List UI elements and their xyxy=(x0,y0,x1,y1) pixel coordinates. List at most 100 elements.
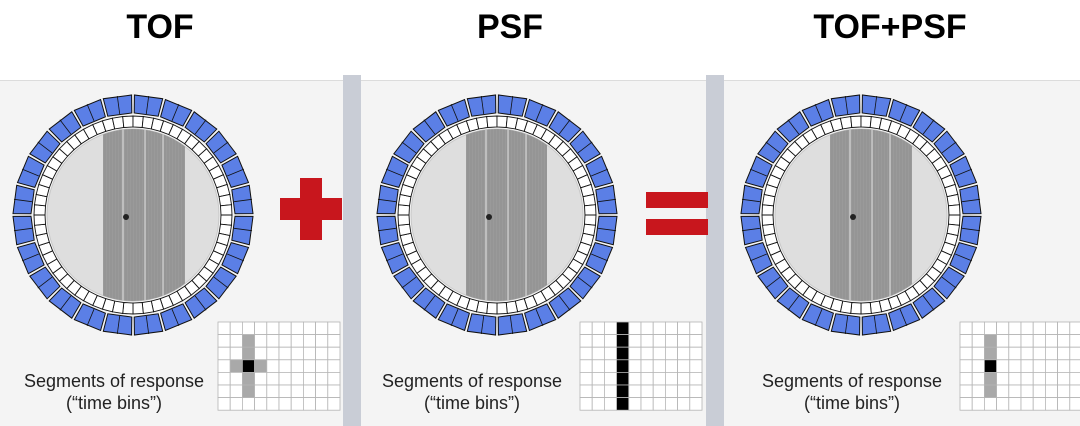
detector-block-divider xyxy=(450,103,459,121)
time-bin-cell xyxy=(241,359,255,373)
time-bin-cell xyxy=(1057,346,1071,361)
detector-block-divider xyxy=(385,168,403,177)
detector-block xyxy=(16,155,45,188)
crystal-element xyxy=(218,193,233,207)
crystal-element xyxy=(111,115,125,130)
time-bin-cell xyxy=(984,371,998,386)
time-bin-cell xyxy=(665,346,679,361)
time-bin-cell xyxy=(579,334,593,348)
time-bin-cell xyxy=(1045,359,1059,373)
detector-block xyxy=(12,215,35,246)
detector-block-divider xyxy=(558,119,571,135)
crystal-element xyxy=(869,300,883,315)
detector-block xyxy=(740,184,763,215)
detector-block-divider xyxy=(145,316,150,335)
time-bin-cell xyxy=(628,371,642,386)
time-bin-cell xyxy=(640,359,654,373)
detector-block-divider xyxy=(899,309,908,327)
detector-block xyxy=(524,303,557,332)
time-bin-cell xyxy=(278,346,292,361)
time-bin-cell xyxy=(241,384,255,399)
time-bin-cell xyxy=(1032,384,1046,399)
crystal-element xyxy=(946,193,961,207)
detector-block xyxy=(73,303,106,332)
time-bin-cell xyxy=(604,384,618,399)
time-bin-cell xyxy=(302,371,316,386)
detector-block xyxy=(524,98,557,127)
time-bin-cell xyxy=(959,384,973,399)
time-bin-cell xyxy=(229,359,243,373)
detector-block xyxy=(437,303,470,332)
time-bin-cell xyxy=(229,321,243,336)
time-bin-cell xyxy=(1045,346,1059,361)
time-bin-cell xyxy=(1020,397,1034,411)
crystal-element xyxy=(948,214,961,226)
time-bin-cell xyxy=(677,334,691,348)
detector-block-divider xyxy=(899,103,908,121)
detector-block-divider xyxy=(741,198,760,203)
time-bin-cell xyxy=(616,371,630,386)
time-bin-cell xyxy=(616,334,630,348)
time-bin-cell xyxy=(302,359,316,373)
detector-block-divider xyxy=(941,141,957,154)
time-bin-cell xyxy=(1032,346,1046,361)
time-bin-cell xyxy=(266,359,280,373)
detector-block xyxy=(801,98,834,127)
crystal-element xyxy=(141,300,155,315)
fov-strip xyxy=(466,129,547,301)
time-bin-cell xyxy=(229,384,243,399)
time-bin-cell xyxy=(628,346,642,361)
time-bin-cell xyxy=(984,321,998,336)
time-bin-cell xyxy=(652,371,666,386)
time-bin-cell xyxy=(290,397,304,411)
detector-block-divider xyxy=(423,119,436,135)
time-bin-cell xyxy=(1020,384,1034,399)
detector-block-divider xyxy=(598,198,617,203)
equals-operator-top xyxy=(646,192,708,208)
source-point xyxy=(486,214,492,220)
time-bin-cell xyxy=(971,359,985,373)
time-bin-cell xyxy=(278,334,292,348)
detector-block-divider xyxy=(814,309,823,327)
crystal-element xyxy=(220,204,233,216)
time-bin-cell xyxy=(266,397,280,411)
detector-block xyxy=(888,303,921,332)
time-bin-cell xyxy=(254,334,268,348)
time-bin-cell xyxy=(665,321,679,336)
time-bin-cell xyxy=(604,321,618,336)
time-bin-cell xyxy=(1032,359,1046,373)
detector-block-divider xyxy=(171,103,180,121)
time-bin-cell xyxy=(327,321,341,336)
detector-block xyxy=(160,98,193,127)
detector-block-divider xyxy=(37,141,53,154)
time-bin-cell xyxy=(689,384,703,399)
time-bin-cell xyxy=(327,334,341,348)
time-bin-cell xyxy=(327,371,341,386)
time-bin-cell xyxy=(315,384,329,399)
time-bin-grid-tof xyxy=(217,321,341,411)
time-bin-cell xyxy=(604,334,618,348)
time-bin-cell xyxy=(579,371,593,386)
detector-block xyxy=(133,94,164,117)
detector-block-divider xyxy=(814,103,823,121)
time-bin-cell xyxy=(971,334,985,348)
detector-block-divider xyxy=(941,276,957,289)
time-bin-cell xyxy=(278,359,292,373)
time-bin-cell xyxy=(1045,334,1059,348)
detector-block-divider xyxy=(21,168,39,177)
time-bin-cell xyxy=(689,359,703,373)
time-bin-cell xyxy=(1057,397,1071,411)
detector-block-divider xyxy=(749,168,767,177)
detector-block-divider xyxy=(385,253,403,262)
time-bin-cell xyxy=(1057,371,1071,386)
segments-label-tof: Segments of response (“time bins”) xyxy=(14,370,214,414)
crystal-element xyxy=(397,223,412,237)
detector-block-divider xyxy=(922,119,935,135)
crystal-element xyxy=(860,302,872,315)
time-bin-cell xyxy=(984,334,998,348)
time-bin-cell xyxy=(315,346,329,361)
crystal-element xyxy=(33,223,48,237)
time-bin-cell xyxy=(677,321,691,336)
detector-block-divider xyxy=(145,95,150,114)
time-bin-cell xyxy=(290,359,304,373)
